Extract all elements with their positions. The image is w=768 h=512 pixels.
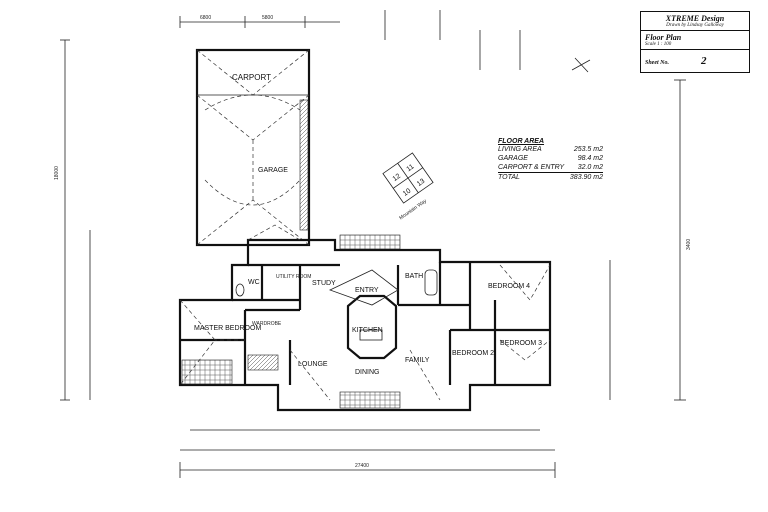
lot-marker: 12 11 10 13 Mountain Way bbox=[382, 152, 434, 221]
room-study: STUDY bbox=[312, 280, 336, 287]
ensuite-hatch bbox=[247, 354, 279, 371]
floor-area-heading: FLOOR AREA bbox=[498, 138, 545, 145]
floor-area-row: GARAGE 98.4 m2 bbox=[498, 154, 603, 163]
lot-number-4: 13 bbox=[416, 178, 426, 188]
room-entry: ENTRY bbox=[355, 287, 379, 294]
dimension-lines bbox=[60, 10, 686, 478]
room-carport: CARPORT bbox=[232, 73, 271, 82]
area-total-label: TOTAL bbox=[498, 174, 520, 181]
area-label: GARAGE bbox=[498, 155, 528, 162]
title-block-sheet-row: Sheet No. 2 bbox=[641, 50, 749, 70]
title-block-title-row: Floor Plan Scale 1 : 100 bbox=[641, 31, 749, 50]
area-label: CARPORT & ENTRY bbox=[498, 164, 565, 171]
entry-porch-tiles bbox=[339, 234, 401, 250]
sheet-label: Sheet No. bbox=[645, 60, 669, 66]
room-garage: GARAGE bbox=[258, 167, 288, 174]
room-bedroom-3: BEDROOM 3 bbox=[500, 340, 542, 347]
kitchen-island bbox=[359, 329, 383, 341]
lot-number-1: 12 bbox=[392, 173, 402, 183]
area-total-value: 383.90 m2 bbox=[569, 174, 603, 181]
area-label: LIVING AREA bbox=[498, 146, 542, 153]
garage-carport-structure bbox=[195, 48, 311, 247]
area-value: 98.4 m2 bbox=[577, 155, 603, 162]
dining-patio-tiles bbox=[339, 391, 401, 409]
room-bedroom-4: BEDROOM 4 bbox=[488, 283, 530, 290]
room-bedroom-2: BEDROOM 2 bbox=[452, 350, 494, 357]
floor-area-row: CARPORT & ENTRY 32.0 m2 bbox=[498, 163, 603, 172]
floor-area-table: FLOOR AREA LIVING AREA 253.5 m2 GARAGE 9… bbox=[498, 138, 603, 182]
floor-area-total-row: TOTAL 383.90 m2 bbox=[498, 172, 603, 182]
lot-number-2: 11 bbox=[406, 163, 416, 173]
dim-top-mid: 5800 bbox=[262, 15, 273, 21]
title-block-company-row: XTREME Design Drawn by Lindsay Galloway bbox=[641, 12, 749, 31]
area-value: 32.0 m2 bbox=[577, 164, 603, 171]
lot-number-3: 10 bbox=[402, 187, 412, 197]
drawn-by: Drawn by Lindsay Galloway bbox=[666, 23, 724, 28]
floor-area-row: LIVING AREA 253.5 m2 bbox=[498, 145, 603, 154]
dim-top-left: 6800 bbox=[200, 15, 211, 21]
master-ensuite-tiles bbox=[181, 359, 233, 385]
dim-overall-width: 27400 bbox=[355, 463, 369, 469]
room-dining: DINING bbox=[355, 369, 380, 376]
house-walls bbox=[178, 224, 552, 412]
room-bath: BATH bbox=[405, 273, 423, 280]
room-utility: UTILITY ROOM bbox=[276, 274, 311, 280]
room-family: FAMILY bbox=[405, 357, 430, 364]
dim-right-side: 3400 bbox=[686, 239, 692, 250]
drawing-scale: Scale 1 : 100 bbox=[645, 42, 672, 47]
drawing-title: Floor Plan bbox=[645, 33, 682, 42]
area-value: 253.5 m2 bbox=[573, 146, 603, 153]
room-wc: WC bbox=[248, 279, 260, 286]
room-lounge: LOUNGE bbox=[298, 361, 328, 368]
dim-overall-depth: 18000 bbox=[54, 166, 60, 180]
room-wardrobe: WARDROBE bbox=[252, 321, 282, 327]
title-block: XTREME Design Drawn by Lindsay Galloway … bbox=[640, 11, 750, 73]
company-name: XTREME Design bbox=[665, 14, 725, 23]
room-master-bedroom: MASTER BEDROOM bbox=[194, 325, 261, 332]
sheet-number: 2 bbox=[701, 55, 707, 67]
room-kitchen: KITCHEN bbox=[352, 327, 383, 334]
wc-toilet bbox=[235, 283, 245, 297]
north-arrow-icon bbox=[571, 57, 591, 73]
bath-tub bbox=[424, 269, 438, 296]
